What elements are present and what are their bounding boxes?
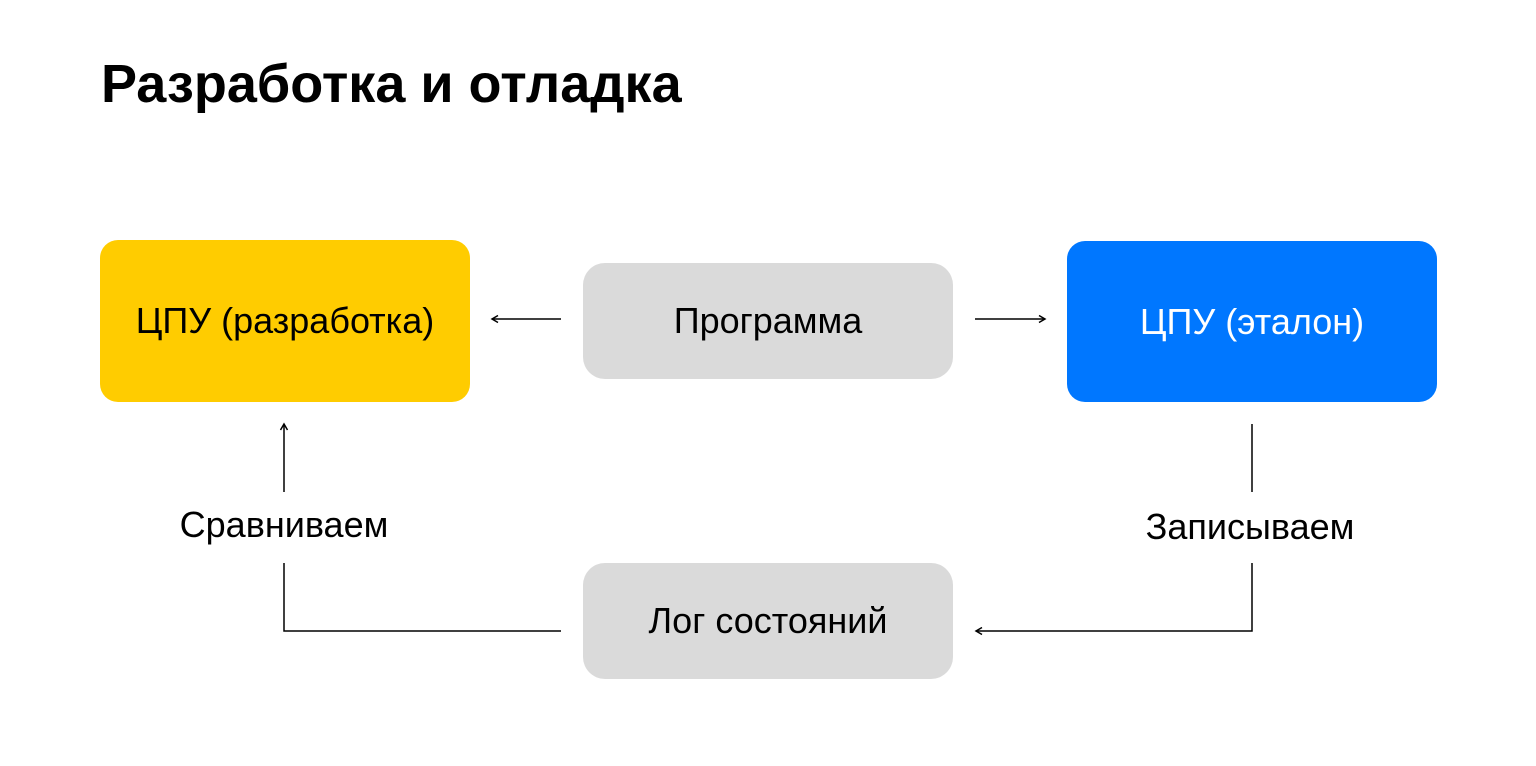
program-node: Программа — [583, 263, 953, 379]
cpu-reference-label: ЦПУ (эталон) — [1139, 300, 1365, 342]
arrow-log-to-cpu-dev — [279, 422, 561, 632]
cpu-dev-node: ЦПУ (разработка) — [100, 240, 470, 402]
record-label: Записываем — [1145, 506, 1355, 547]
arrow-program-to-cpu-dev — [490, 314, 561, 324]
arrow-program-to-cpu-reference — [975, 314, 1047, 324]
cpu-dev-label: ЦПУ (разработка) — [135, 300, 435, 341]
arrow-cpu-reference-to-log — [974, 424, 1253, 636]
compare-label: Сравниваем — [179, 504, 389, 545]
state-log-node: Лог состояний — [583, 563, 953, 679]
program-label: Программа — [673, 300, 863, 341]
state-log-label: Лог состояний — [648, 600, 888, 641]
slide-title: Разработка и отладка — [101, 54, 682, 114]
cpu-reference-node: ЦПУ (эталон) — [1067, 241, 1437, 402]
